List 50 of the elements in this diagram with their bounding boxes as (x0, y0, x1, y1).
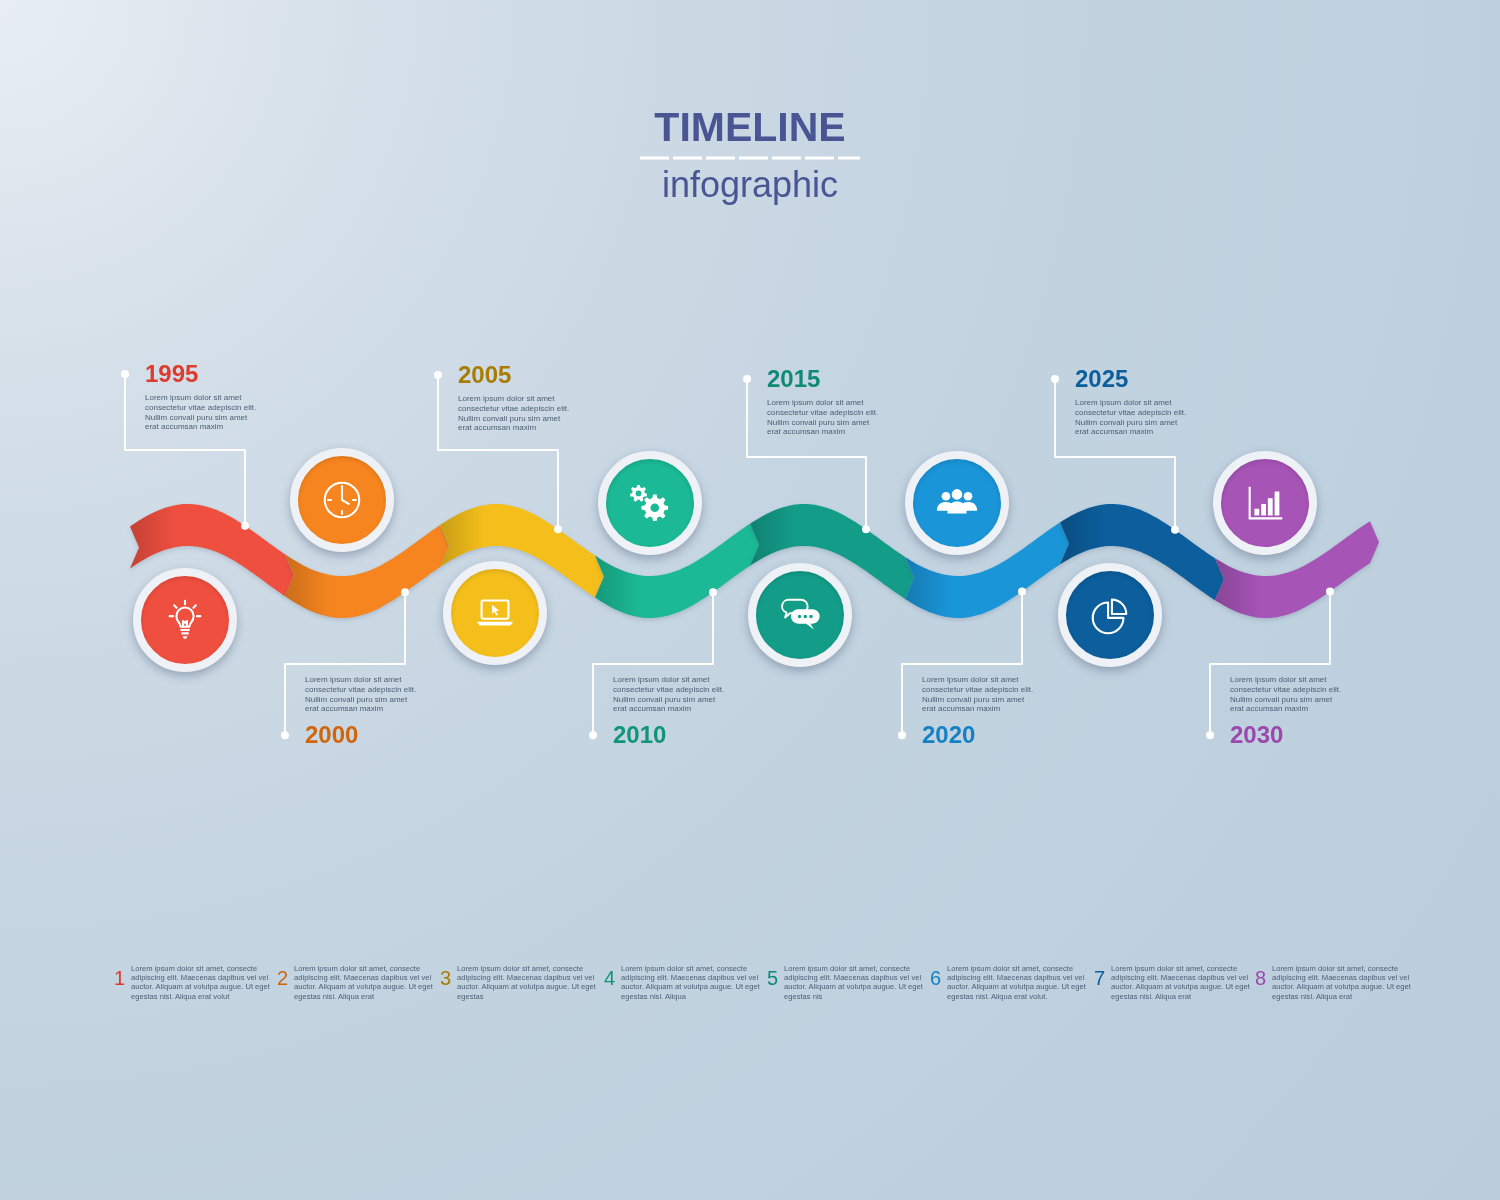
ribbon-segment (905, 522, 1069, 618)
icon-circle (290, 448, 394, 552)
description-text: Lorem ipsum dolor sit amet consectetur vitae adepiscin elit. Nullim convali puru sim amet erat accumsan maxim (145, 393, 257, 433)
icon-circle (905, 451, 1009, 555)
icon-circle (748, 563, 852, 667)
title: TIMELINE (654, 103, 846, 151)
year-label: 2000 (305, 721, 359, 750)
icon-circle (1058, 563, 1162, 667)
leader-line (1051, 375, 1179, 534)
icon-circle (133, 568, 237, 672)
year-label: 2020 (922, 721, 976, 750)
description-text: Lorem ipsum dolor sit amet consectetur vitae adepiscin elit. Nullim convali puru sim amet erat accumsan maxim (1230, 675, 1342, 715)
year-label: 2010 (613, 721, 667, 750)
step-number: 4 (604, 966, 616, 990)
step-number: 8 (1255, 966, 1267, 990)
ribbon-segment (750, 504, 914, 599)
ribbon-segment (130, 504, 294, 597)
leader-line (121, 370, 249, 530)
description-text: Lorem ipsum dolor sit amet consectetur vitae adepiscin elit. Nullim convali puru sim amet erat accumsan maxim (767, 398, 879, 438)
step-number: 7 (1094, 966, 1106, 990)
ribbon-segment (285, 525, 449, 618)
subtitle: infographic (661, 164, 839, 206)
leader-line (898, 587, 1026, 740)
step-number: 1 (114, 966, 126, 990)
year-label: 2005 (458, 361, 512, 389)
year-label: 1995 (145, 360, 199, 388)
ribbon-segment (595, 523, 759, 618)
leader-line (281, 588, 409, 740)
description-text: Lorem ipsum dolor sit amet consectetur vitae adepiscin elit. Nullim convali puru sim amet erat accumsan maxim (922, 675, 1034, 715)
year-label: 2025 (1075, 365, 1129, 393)
icon-circle (443, 561, 547, 665)
step-number: 6 (930, 966, 942, 990)
year-label: 2030 (1230, 721, 1284, 750)
description-text: Lorem ipsum dolor sit amet consectetur vitae adepiscin elit. Nullim convali puru sim amet erat accumsan maxim (458, 394, 570, 434)
icon-circle (598, 451, 702, 555)
year-label: 2015 (767, 365, 821, 393)
description-text: Lorem ipsum dolor sit amet consectetur vitae adepiscin elit. Nullim convali puru sim amet erat accumsan maxim (305, 675, 417, 715)
step-number: 3 (440, 966, 452, 990)
leader-line (1206, 587, 1334, 740)
icon-circle (1213, 451, 1317, 555)
description-text: Lorem ipsum dolor sit amet consectetur vitae adepiscin elit. Nullim convali puru sim amet erat accumsan maxim (613, 675, 725, 715)
description-text: Lorem ipsum dolor sit amet consectetur vitae adepiscin elit. Nullim convali puru sim amet erat accumsan maxim (1075, 398, 1187, 438)
step-number: 5 (767, 966, 779, 990)
leader-line (589, 588, 717, 740)
step-number: 2 (277, 966, 289, 990)
ribbon-segment (1060, 504, 1224, 601)
ribbon-segment (1215, 521, 1379, 618)
leader-line (434, 371, 562, 534)
ribbon-segment (440, 504, 604, 598)
leader-line (743, 375, 870, 534)
